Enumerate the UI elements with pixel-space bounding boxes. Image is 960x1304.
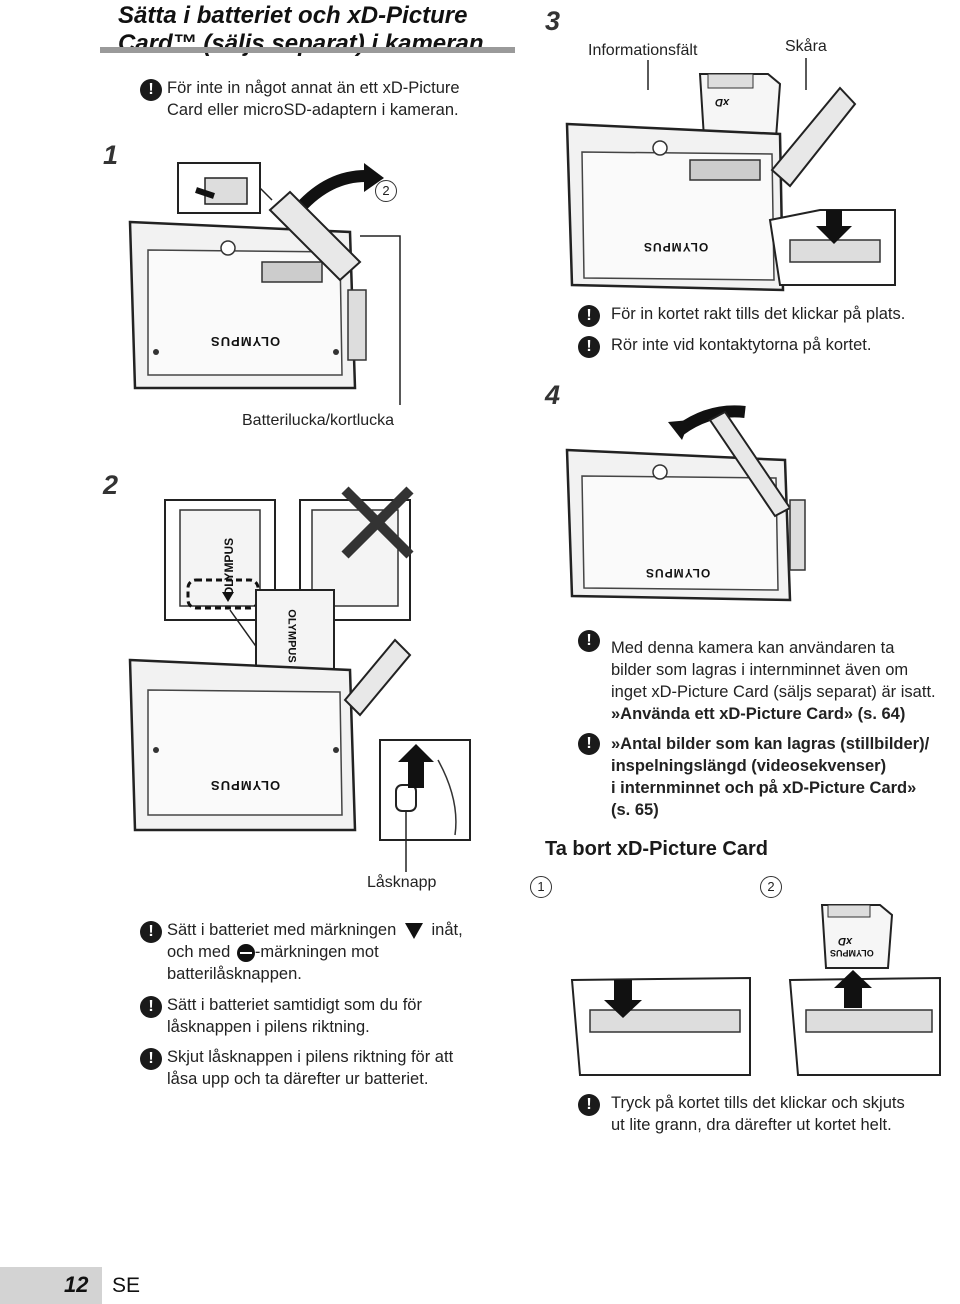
triangle-marker-icon — [404, 922, 423, 939]
warning-icon: ! — [578, 336, 600, 358]
step-2-number: 2 — [103, 470, 119, 500]
warning-foreign-objects: För inte in något annat än ett xD-Pictur… — [167, 79, 460, 119]
warning-internal-memory: Med denna kamera kan användaren ta bilde… — [611, 639, 936, 723]
label-info-field: Informationsfält — [588, 42, 698, 59]
page-number-tab — [0, 1267, 102, 1304]
label-lock-knob: Låsknapp — [367, 874, 437, 891]
warning-icon: ! — [140, 996, 162, 1018]
label-notch: Skåra — [785, 38, 827, 55]
warning-press-card: Tryck på kortet tills det klickar och sk… — [611, 1094, 905, 1134]
language-code: SE — [112, 1274, 141, 1297]
callout-1: 1 — [530, 876, 552, 898]
step-1-number: 1 — [103, 140, 119, 170]
minus-marker-icon — [236, 943, 255, 962]
title-underline — [100, 47, 515, 53]
warning-icon: ! — [578, 305, 600, 327]
warning-insert-straight: För in kortet rakt tills det klickar på … — [611, 305, 906, 323]
warning-icon: ! — [578, 1094, 600, 1116]
page-title: Sätta i batteriet och xD-Picture Card™ (… — [118, 2, 484, 57]
card-brand-logo: OLYMPUS — [830, 948, 874, 958]
warning-contacts: Rör inte vid kontaktytorna på kortet. — [611, 336, 872, 354]
warning-icon: ! — [578, 733, 600, 755]
warning-icon: ! — [578, 630, 600, 652]
warning-icon: ! — [140, 1048, 162, 1070]
step-3-number: 3 — [545, 6, 561, 36]
xd-card-logo: xD — [838, 935, 853, 947]
link-storage-count[interactable]: »Antal bilder som kan lagras (stillbilde… — [611, 735, 930, 819]
callout-2: 2 — [760, 876, 782, 898]
link-use-xd-card[interactable]: »Använda ett xD-Picture Card» (s. 64) — [611, 705, 906, 723]
warning-battery-remove: Skjut låsknappen i pilens riktning för a… — [167, 1048, 454, 1088]
callout-2: 2 — [375, 180, 397, 202]
label-battery-door: Batterilucka/kortlucka — [242, 412, 395, 429]
step-4-number: 4 — [545, 380, 561, 410]
section-title-remove-card: Ta bort xD-Picture Card — [545, 838, 768, 860]
warning-icon: ! — [140, 921, 162, 943]
warning-icon: ! — [140, 79, 162, 101]
warning-battery-orientation: Sätt i batteriet med märkningen inåt, oc… — [167, 921, 463, 983]
page-number: 12 — [64, 1272, 89, 1297]
warning-battery-insert-lock: Sätt i batteriet samtidigt som du för lå… — [167, 996, 422, 1036]
